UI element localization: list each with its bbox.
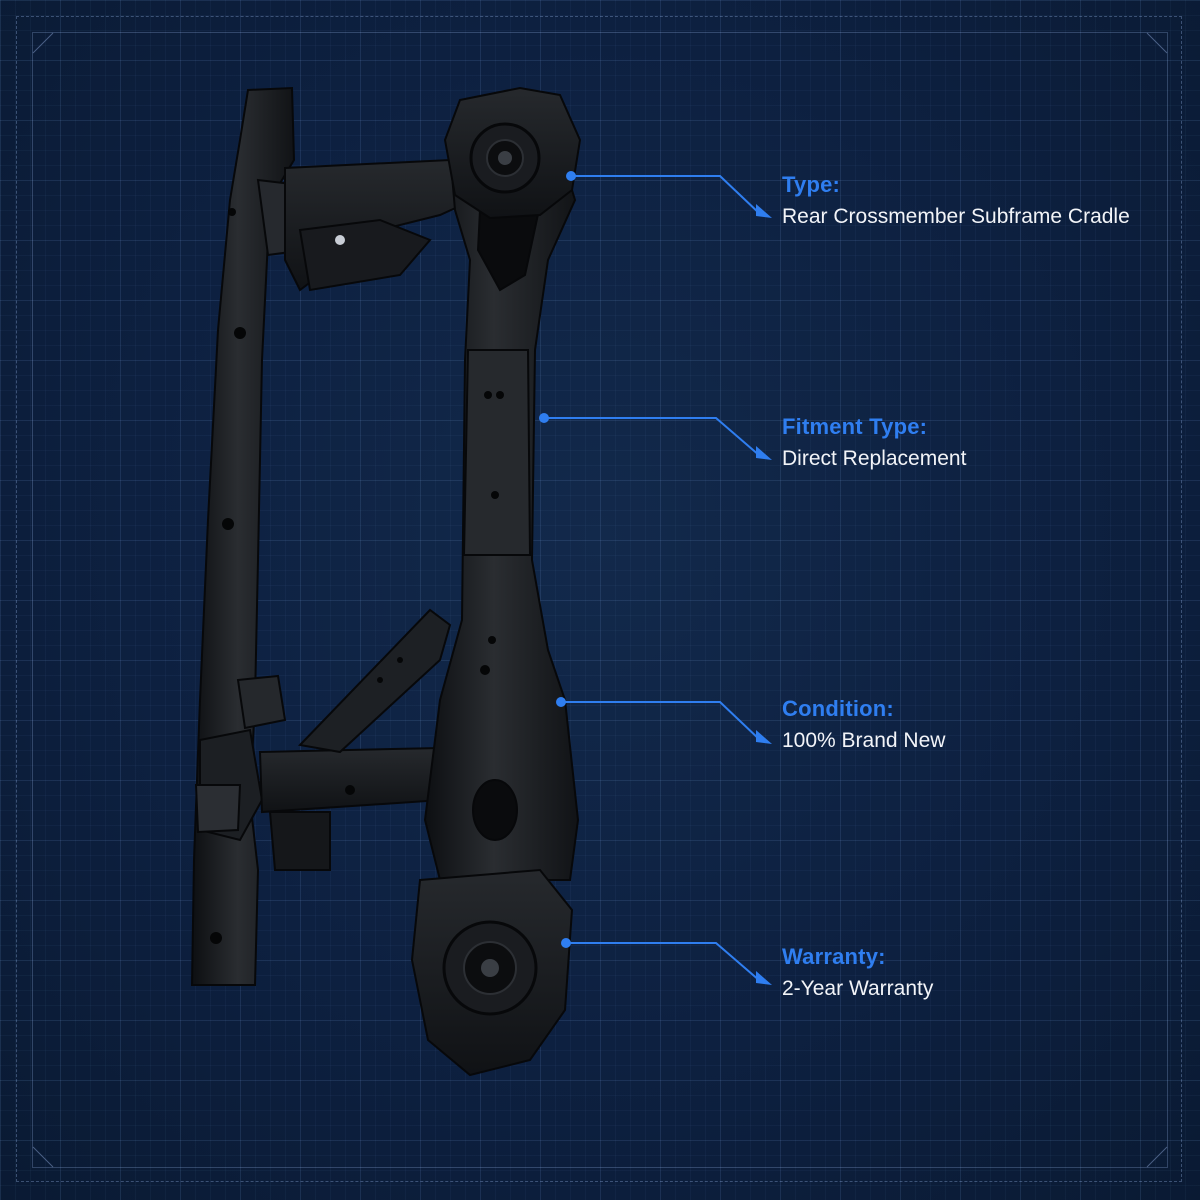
bottom-mount — [410, 868, 574, 1077]
right-main-beam — [423, 148, 580, 881]
top-mount — [443, 86, 582, 220]
dashed-frame — [16, 16, 1182, 1182]
inner-frame — [32, 32, 1168, 1168]
spec-value: 2-Year Warranty — [782, 977, 934, 1000]
lower-crossbar — [258, 608, 452, 871]
upper-crossbar — [284, 158, 464, 292]
spec-fitment-type: Fitment Type: Direct Replacement — [782, 413, 1182, 474]
spec-value: 100% Brand New — [782, 729, 946, 752]
corner-mark-icon — [32, 1146, 54, 1168]
spec-condition: Condition: 100% Brand New — [782, 695, 1182, 756]
spec-label: Fitment Type: — [782, 414, 928, 439]
corner-mark-icon — [1146, 1146, 1168, 1168]
spec-label: Type: — [782, 172, 841, 197]
spec-value: Direct Replacement — [782, 447, 967, 470]
spec-label: Warranty: — [782, 944, 886, 969]
spec-value: Rear Crossmember Subframe Cradle — [782, 205, 1130, 228]
corner-mark-icon — [1146, 32, 1168, 54]
corner-mark-icon — [32, 32, 54, 54]
spec-label: Condition: — [782, 696, 894, 721]
spec-warranty: Warranty: 2-Year Warranty — [782, 943, 1182, 1004]
spec-type: Type: Rear Crossmember Subframe Cradle — [782, 171, 1182, 232]
